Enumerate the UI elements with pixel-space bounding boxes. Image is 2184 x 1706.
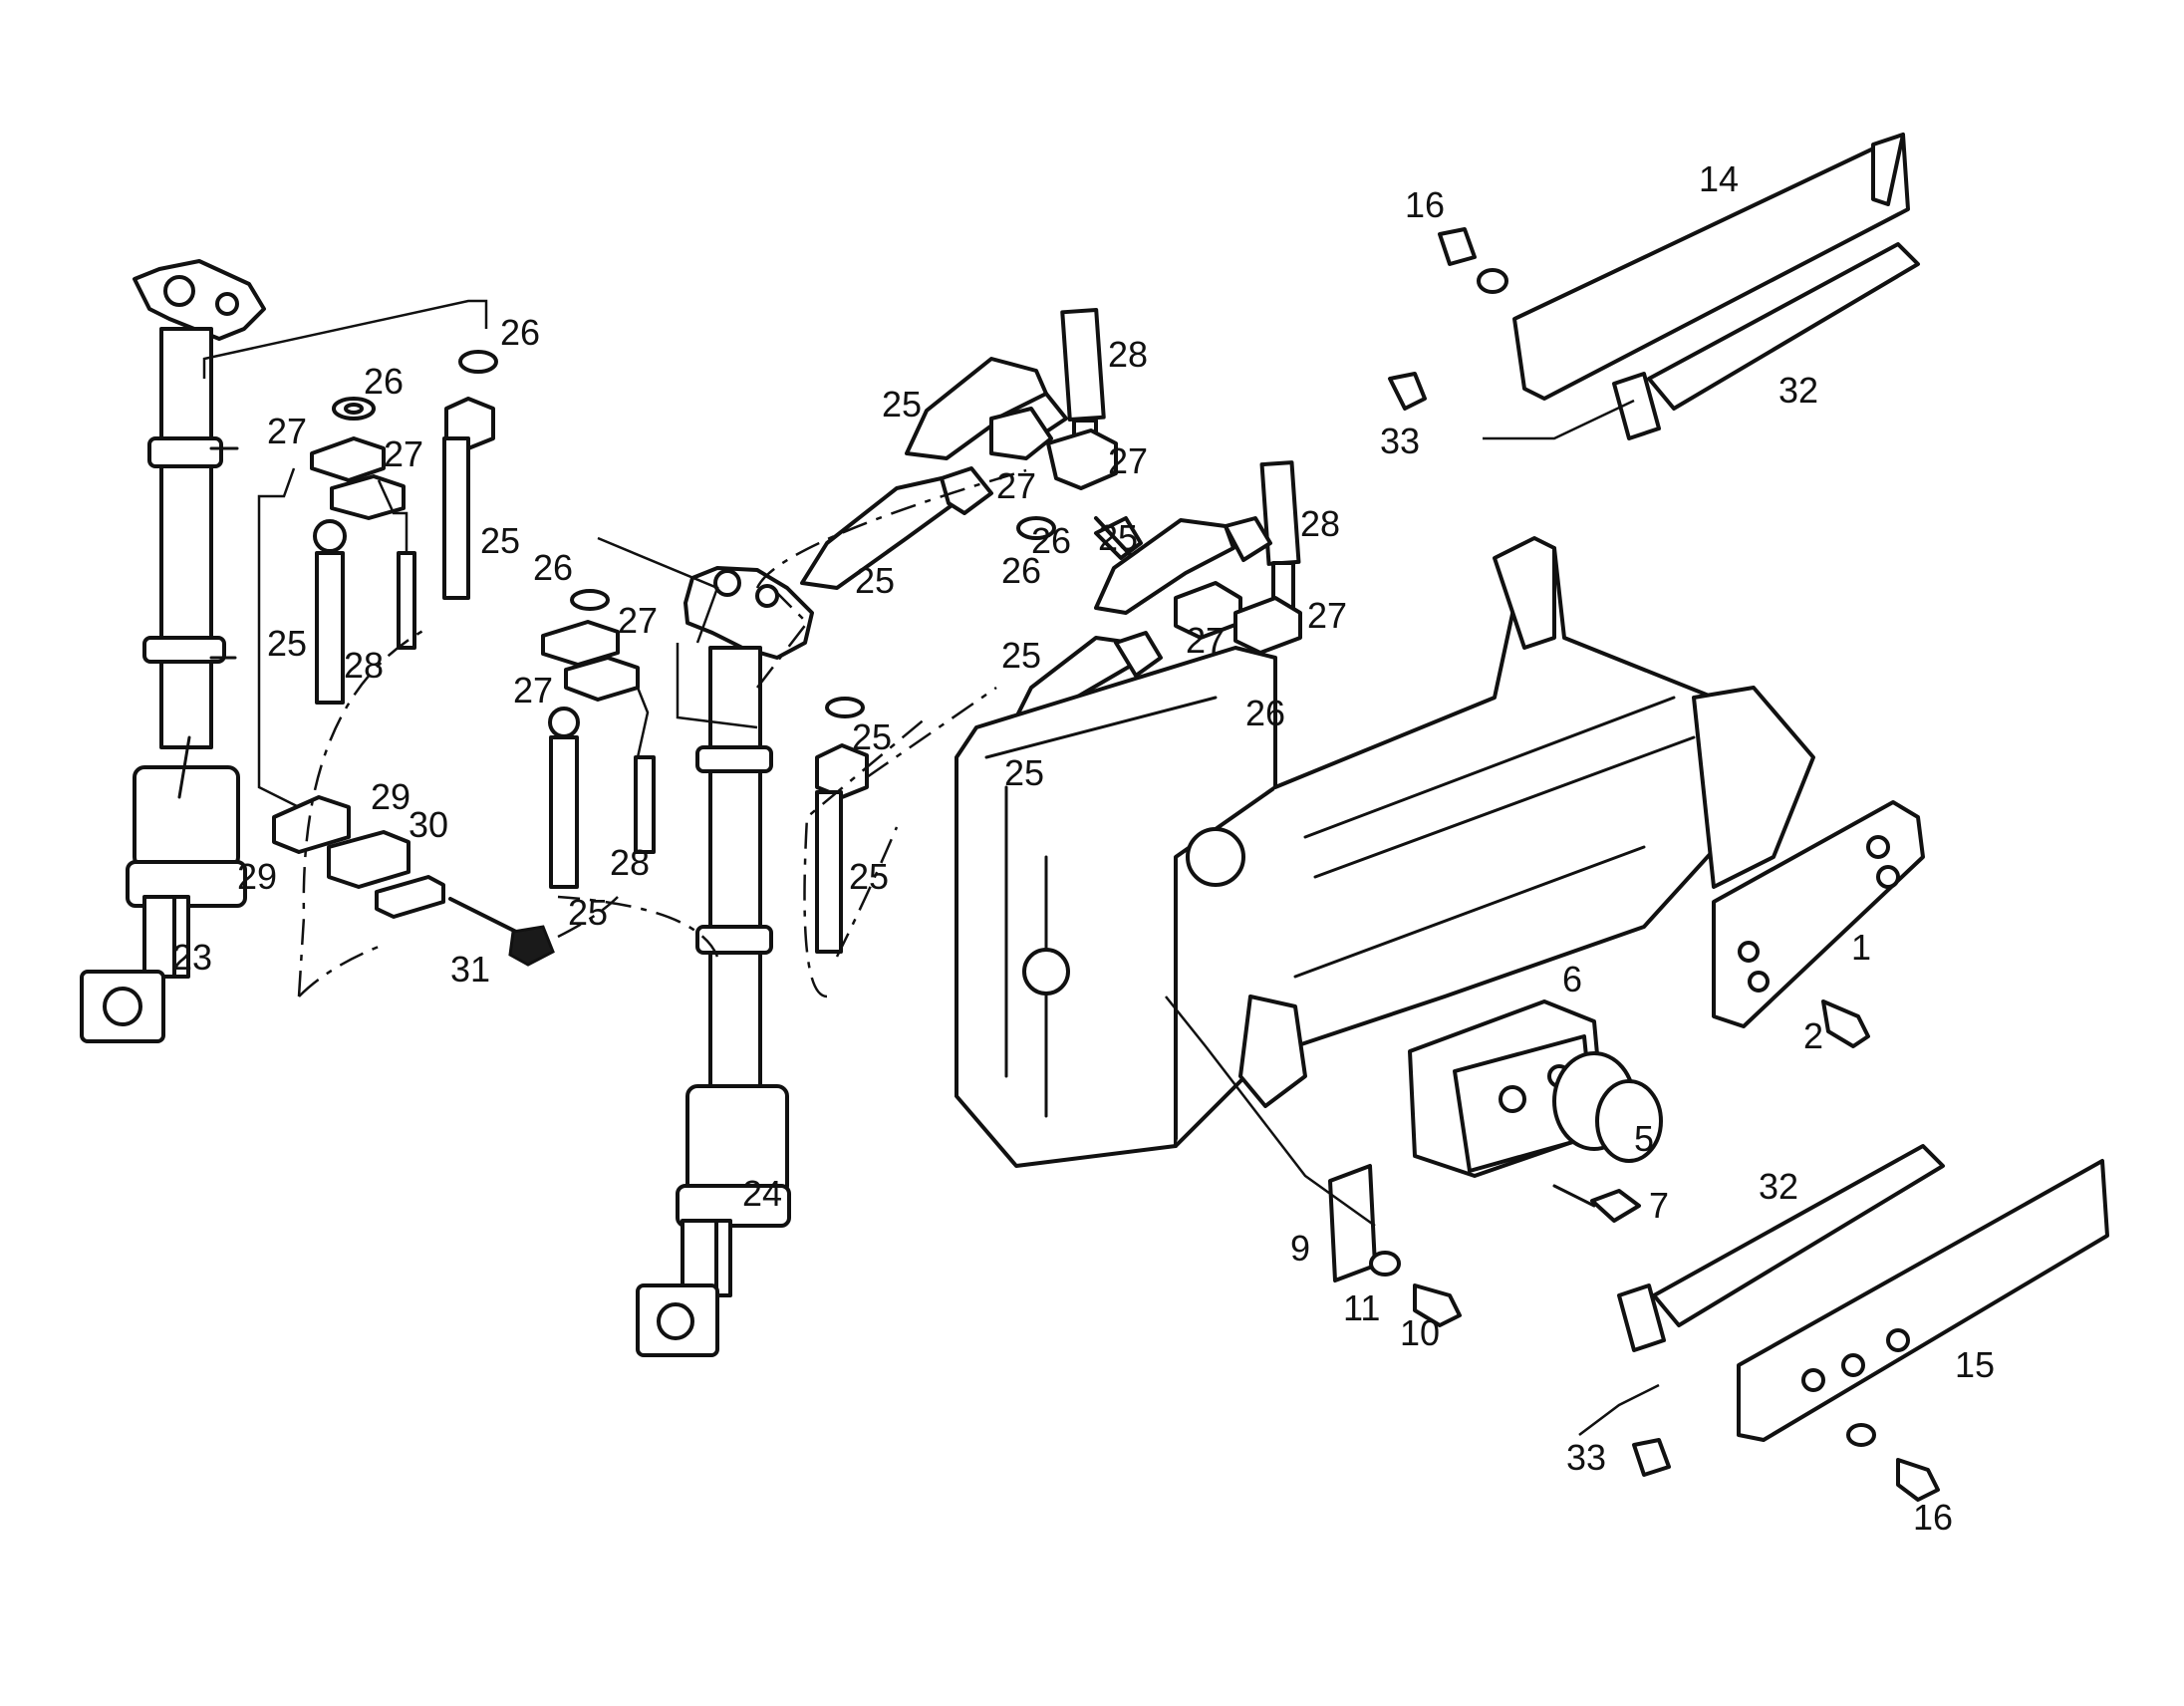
callout-27: 27 xyxy=(996,465,1036,506)
hose-clamp-group-left xyxy=(272,350,555,967)
callout-24: 24 xyxy=(742,1173,782,1214)
callout-26: 26 xyxy=(500,312,540,353)
callout-1: 1 xyxy=(1851,927,1871,968)
callout-25: 25 xyxy=(852,716,892,757)
callout-10: 10 xyxy=(1400,1312,1440,1353)
callout-25: 25 xyxy=(480,520,520,561)
callout-26: 26 xyxy=(1245,693,1285,733)
callout-16-top: 16 xyxy=(1405,184,1445,225)
callout-28: 28 xyxy=(344,645,384,686)
main-frame xyxy=(955,536,1815,1168)
callout-6: 6 xyxy=(1562,959,1582,999)
callout-28: 28 xyxy=(610,842,650,883)
callout-28: 28 xyxy=(1108,334,1148,375)
callout-9: 9 xyxy=(1290,1228,1310,1269)
callout-28: 28 xyxy=(1300,503,1340,544)
callout-26: 26 xyxy=(533,547,573,588)
bracket-14-assembly xyxy=(1388,133,1920,440)
callout-27: 27 xyxy=(1108,440,1148,481)
callout-33-bottom: 33 xyxy=(1566,1437,1606,1478)
callout-15: 15 xyxy=(1955,1344,1995,1385)
callout-26: 26 xyxy=(364,361,404,402)
callout-25: 25 xyxy=(267,623,307,664)
callout-29: 29 xyxy=(237,856,277,897)
callout-32-top: 32 xyxy=(1778,370,1818,411)
callout-27: 27 xyxy=(1307,595,1347,636)
callout-11: 11 xyxy=(1343,1287,1380,1328)
callout-27: 27 xyxy=(1186,620,1226,661)
callout-27: 27 xyxy=(384,433,423,474)
callout-29: 29 xyxy=(371,776,410,817)
callout-14: 14 xyxy=(1699,158,1739,199)
callout-26: 26 xyxy=(1001,550,1041,591)
callout-26: 26 xyxy=(1031,520,1071,561)
callout-25: 25 xyxy=(568,892,608,933)
callout-23: 23 xyxy=(172,937,212,978)
callout-25: 25 xyxy=(882,384,922,425)
hydraulic-cylinder-23 xyxy=(80,259,266,1043)
callout-30: 30 xyxy=(409,804,448,845)
callout-32-bottom: 32 xyxy=(1759,1166,1798,1207)
callout-27: 27 xyxy=(513,670,553,711)
callout-33-top: 33 xyxy=(1380,421,1420,461)
callout-31: 31 xyxy=(450,949,490,990)
hose-clamp-group-right xyxy=(800,307,1302,734)
callout-27: 27 xyxy=(618,600,658,641)
striker-assembly xyxy=(1328,1164,1462,1327)
callout-27: 27 xyxy=(267,411,307,451)
hydraulic-cylinder-24 xyxy=(636,566,814,1357)
callout-16-bottom: 16 xyxy=(1913,1497,1953,1538)
callout-25: 25 xyxy=(1098,517,1138,558)
callout-5: 5 xyxy=(1634,1118,1654,1159)
leader-lines xyxy=(202,299,1660,1436)
callout-25: 25 xyxy=(849,856,889,897)
callout-25: 25 xyxy=(855,560,895,601)
callout-2: 2 xyxy=(1803,1015,1823,1056)
bracket-15-assembly xyxy=(1617,1144,2109,1502)
mounting-plate-assembly xyxy=(1712,800,1925,1048)
callout-labels: 16 14 32 33 26 26 27 27 25 25 28 29 29 3… xyxy=(172,158,1995,1538)
callout-25: 25 xyxy=(1001,635,1041,676)
callout-25: 25 xyxy=(1004,752,1044,793)
coupler-flange-assembly xyxy=(1408,999,1663,1223)
callout-7: 7 xyxy=(1649,1185,1669,1226)
hose-clamp-group-center xyxy=(541,589,869,954)
